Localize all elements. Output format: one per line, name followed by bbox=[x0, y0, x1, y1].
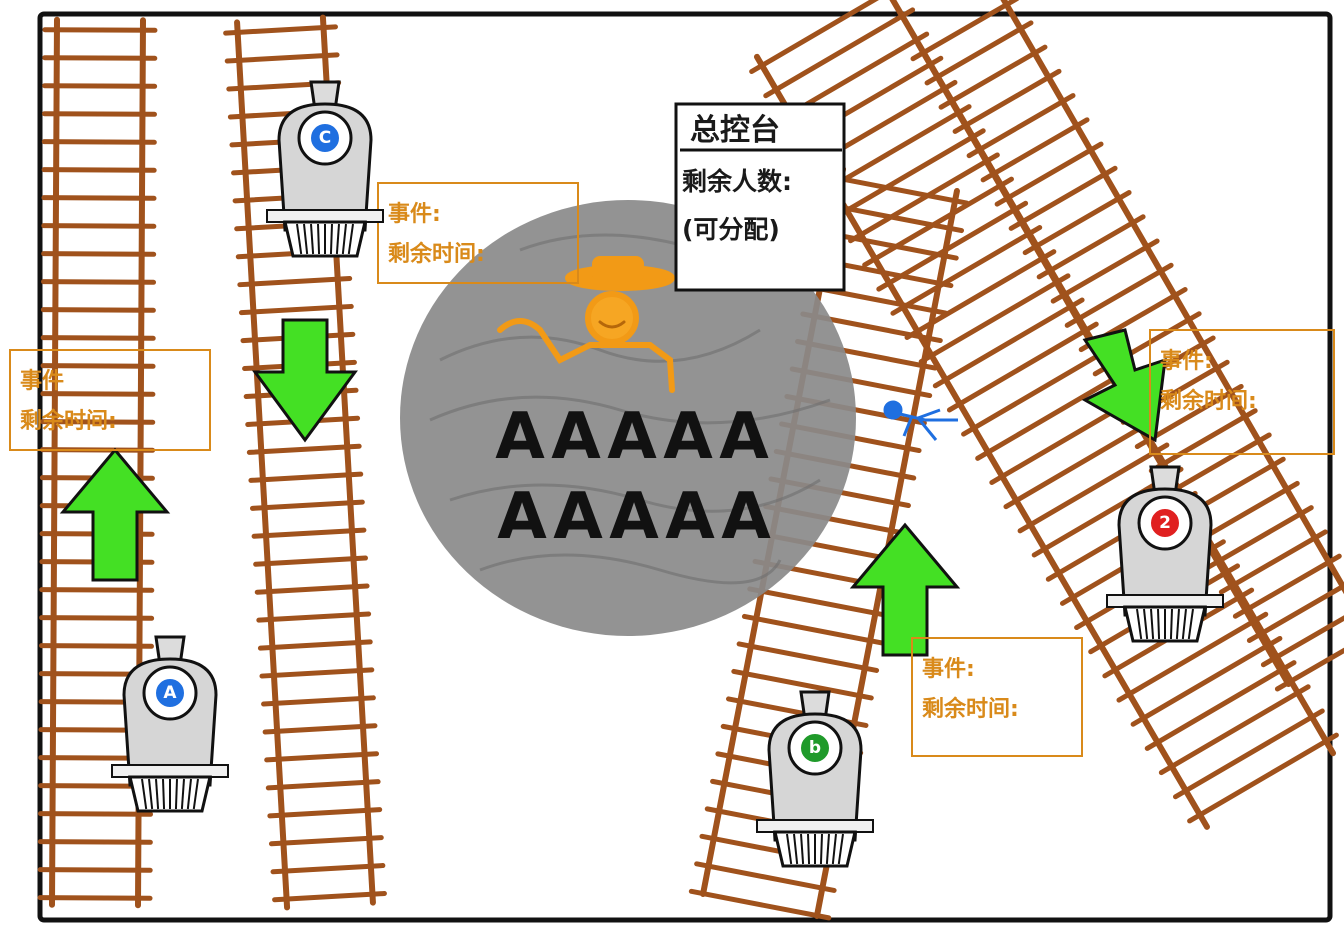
event-label: 事件: bbox=[922, 656, 975, 682]
remaining-time-label: 剩余时间: bbox=[20, 408, 117, 434]
train-badge-label: A bbox=[163, 683, 177, 703]
trains: C Ab 2 bbox=[111, 80, 1224, 868]
passenger-figure: A bbox=[721, 480, 771, 554]
train-badge-label: C bbox=[319, 128, 331, 148]
conductor-figure bbox=[497, 256, 675, 393]
event-panel-1: 事件: 剩余时间: bbox=[377, 182, 579, 284]
event-panel-4: 事件: 剩余时间: bbox=[1149, 329, 1335, 455]
direction-arrows bbox=[59, 318, 1167, 657]
passenger-figure: A bbox=[665, 480, 715, 554]
train-badge-label: 2 bbox=[1159, 513, 1171, 533]
passenger-figure: A bbox=[719, 400, 769, 474]
direction-arrow-2 bbox=[252, 318, 358, 443]
train-badge bbox=[309, 122, 341, 154]
train-badge bbox=[154, 677, 186, 709]
central-platform bbox=[400, 200, 856, 636]
passenger-figure: A bbox=[609, 480, 659, 554]
train-badge bbox=[1149, 507, 1181, 539]
remaining-time-label: 剩余时间: bbox=[1160, 388, 1257, 414]
event-label: 事件: bbox=[388, 201, 441, 227]
passenger-figure: A bbox=[497, 480, 547, 554]
passenger-figure: A bbox=[553, 480, 603, 554]
event-panel-3: 事件: 剩余时间: bbox=[911, 637, 1083, 757]
console-title: 总控台 bbox=[690, 113, 780, 148]
remaining-time-label: 剩余时间: bbox=[922, 696, 1019, 722]
stick-figure-icon[interactable] bbox=[883, 400, 958, 441]
control-console: 总控台 剩余人数: (可分配) bbox=[674, 102, 846, 292]
passenger-figure: A bbox=[551, 400, 601, 474]
passenger-figure: A bbox=[663, 400, 713, 474]
event-label: 事件 bbox=[20, 368, 64, 394]
platform-scribble-texture bbox=[429, 233, 831, 585]
direction-arrow-3 bbox=[849, 522, 961, 657]
event-label: 事件: bbox=[1160, 348, 1213, 374]
locomotive-train-c[interactable]: C bbox=[266, 80, 384, 258]
remaining-time-label: 剩余时间: bbox=[388, 241, 485, 267]
locomotive-train-b[interactable]: b bbox=[756, 690, 874, 868]
console-remaining-label: 剩余人数: bbox=[682, 167, 792, 196]
frame-border bbox=[37, 11, 1333, 923]
passenger-figure: A bbox=[495, 400, 545, 474]
locomotive-train-a[interactable]: A bbox=[111, 635, 229, 813]
locomotive-train-2[interactable]: 2 bbox=[1106, 465, 1224, 643]
train-badge bbox=[799, 732, 831, 764]
direction-arrow-1 bbox=[59, 447, 171, 582]
console-allocatable-label: (可分配) bbox=[682, 215, 780, 244]
direction-arrow-4 bbox=[1081, 328, 1167, 443]
train-badge-label: b bbox=[809, 738, 821, 758]
passenger-figure: A bbox=[607, 400, 657, 474]
